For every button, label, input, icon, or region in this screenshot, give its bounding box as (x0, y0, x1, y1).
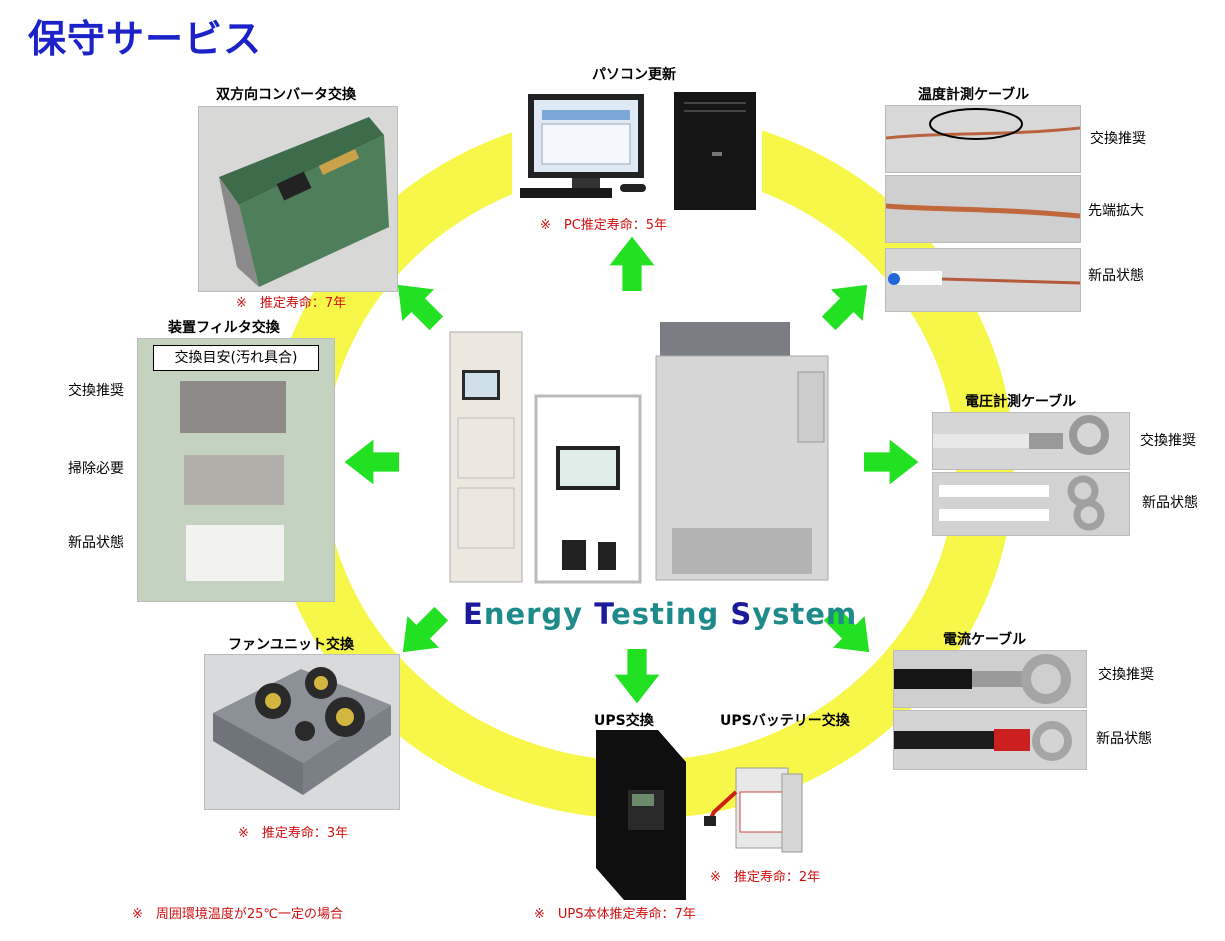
energy-testing-system-photo (448, 318, 830, 586)
volt-label-recommended: 交換推奨 (1140, 433, 1196, 449)
pc-title: パソコン更新 (592, 67, 676, 83)
arrow-up (609, 236, 655, 291)
converter-note: ※ 推定寿命：7年 (236, 296, 347, 311)
temp-label-new: 新品状態 (1088, 268, 1144, 284)
temp-cable-title: 温度計測ケーブル (918, 87, 1030, 103)
system-name-word-ystem: ystem (752, 597, 858, 631)
filter-label-cleaning: 掃除必要 (68, 461, 124, 477)
filter-photo (137, 338, 335, 602)
fan-photo (204, 654, 400, 810)
ups-note: ※ UPS本体推定寿命：7年 (534, 907, 696, 922)
temp-cable-photo-3 (885, 248, 1081, 312)
footnote: ※ 周囲環境温度が25℃一定の場合 (132, 907, 344, 922)
page-title: 保守サービス (28, 17, 263, 61)
pc-note: ※ PC推定寿命：5年 (540, 218, 668, 233)
current-label-new: 新品状態 (1096, 731, 1152, 747)
fan-note: ※ 推定寿命：3年 (238, 826, 349, 841)
current-label-recommended: 交換推奨 (1098, 667, 1154, 683)
arrow-down (614, 649, 660, 704)
current-cable-photo-2 (893, 710, 1087, 770)
arrow-right (864, 439, 919, 485)
ups-title: UPS交換 (594, 713, 654, 729)
system-name-word-esting: esting (611, 597, 731, 631)
ups-battery-title: UPSバッテリー交換 (720, 713, 850, 729)
fan-title: ファンユニット交換 (228, 637, 354, 653)
system-name-letter-t: T (594, 597, 612, 631)
current-cable-title: 電流ケーブル (943, 632, 1027, 648)
ups-battery-note: ※ 推定寿命：2年 (710, 870, 821, 885)
system-name: Energy Testing System (463, 597, 857, 631)
ups-battery-photo (704, 752, 810, 860)
filter-title: 装置フィルタ交換 (168, 320, 280, 336)
converter-photo (198, 106, 398, 292)
system-name-letter-s: S (730, 597, 753, 631)
system-name-letter-e: E (463, 597, 484, 631)
filter-box-label: 交換目安(汚れ具合) (153, 345, 319, 371)
volt-cable-photo-2 (932, 472, 1130, 536)
volt-cable-photo-1 (932, 412, 1130, 470)
volt-cable-title: 電圧計測ケーブル (965, 394, 1077, 410)
arrow-left (344, 439, 399, 485)
current-cable-photo-1 (893, 650, 1087, 708)
pc-photo (512, 88, 762, 212)
volt-label-new: 新品状態 (1142, 495, 1198, 511)
filter-label-new: 新品状態 (68, 535, 124, 551)
temp-label-tip: 先端拡大 (1088, 203, 1144, 219)
converter-title: 双方向コンバータ交換 (216, 87, 356, 103)
temp-cable-photo-1 (885, 105, 1081, 173)
temp-cable-photo-2 (885, 175, 1081, 243)
system-name-word-nergy: nergy (483, 597, 595, 631)
filter-label-recommended: 交換推奨 (68, 383, 124, 399)
ups-photo (596, 730, 686, 900)
temp-label-recommended: 交換推奨 (1090, 131, 1146, 147)
